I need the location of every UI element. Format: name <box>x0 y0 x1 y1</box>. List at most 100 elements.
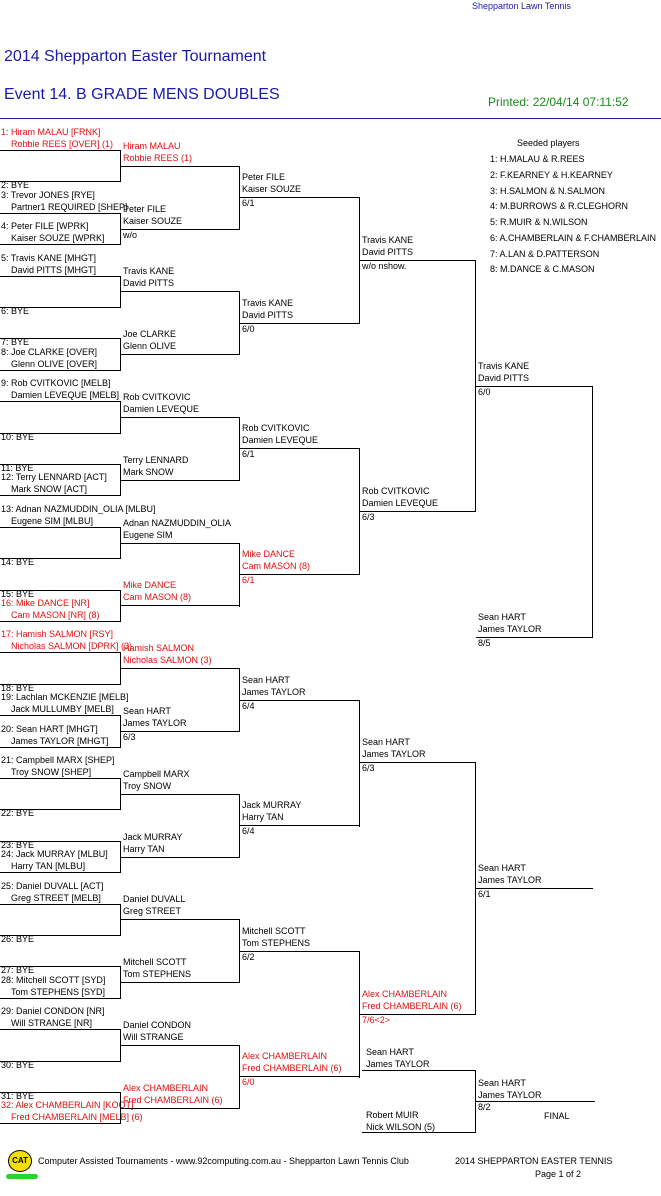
round1-entry: 20: Sean HART [MHGT] <box>1 724 98 734</box>
bracket-line <box>359 700 360 827</box>
round5-entry: David PITTS <box>478 373 530 383</box>
bracket-line <box>240 700 360 701</box>
round4-score: 6/3 <box>362 763 375 773</box>
bracket-line <box>475 260 476 512</box>
club-link[interactable]: Shepparton Lawn Tennis <box>472 1 571 11</box>
round1-entry: Eugene SIM [MLBU] <box>11 516 94 526</box>
round4-entry: Travis KANE <box>362 235 414 245</box>
final-line <box>362 1132 475 1133</box>
bracket-line <box>239 417 240 481</box>
round1-entry: 29: Daniel CONDON [NR] <box>1 1006 105 1016</box>
bracket-line <box>0 747 121 748</box>
round2-entry: Mike DANCE <box>123 580 177 590</box>
bracket-line <box>120 966 121 998</box>
round1-entry: 15: BYE <box>1 589 35 599</box>
round1-entry: 30: BYE <box>1 1060 35 1070</box>
round1-entry: 28: Mitchell SCOTT [SYD] <box>1 975 106 985</box>
bracket-line <box>0 809 121 810</box>
bracket-line <box>476 637 593 638</box>
bracket-line <box>121 543 240 544</box>
bracket-line <box>0 401 121 402</box>
bracket-line <box>360 511 476 512</box>
bracket-line <box>239 794 240 858</box>
bracket-line <box>0 778 121 779</box>
bracket-line <box>120 590 121 622</box>
bracket-line <box>0 338 121 339</box>
round5-score: 6/1 <box>478 889 491 899</box>
round2-entry: Rob CVITKOVIC <box>123 392 191 402</box>
bracket-line <box>121 354 240 355</box>
bracket-line <box>120 150 121 182</box>
round2-entry: Jack MURRAY <box>123 832 183 842</box>
bracket-line <box>0 370 121 371</box>
bracket-line <box>240 323 360 324</box>
bracket-line <box>121 166 240 167</box>
round1-entry: James TAYLOR [MHGT] <box>11 736 109 746</box>
round4-entry: David PITTS <box>362 247 414 257</box>
seed-item: 4: M.BURROWS & R.CLEGHORN <box>490 201 629 211</box>
bracket-line <box>239 291 240 355</box>
champion-player2: James TAYLOR <box>478 1090 542 1100</box>
round1-entry: 6: BYE <box>1 306 30 316</box>
bracket-line <box>592 386 593 638</box>
round1-entry: 10: BYE <box>1 432 35 442</box>
final-top-player2: James TAYLOR <box>366 1059 430 1069</box>
round2-entry: Tom STEPHENS <box>123 969 192 979</box>
bracket-line <box>121 857 240 858</box>
round1-entry: Jack MULLUMBY [MELB] <box>11 704 114 714</box>
round3-entry: Tom STEPHENS <box>242 938 311 948</box>
bracket-line <box>0 558 121 559</box>
bracket-line <box>475 762 476 1014</box>
seed-item: 6: A.CHAMBERLAIN & F.CHAMBERLAIN <box>490 233 657 243</box>
bracket-line <box>120 276 121 308</box>
footer-credit[interactable]: Computer Assisted Tournaments - www.92co… <box>38 1156 409 1166</box>
bracket-line <box>120 401 121 433</box>
round1-entry: 5: Travis KANE [MHGT] <box>1 253 97 263</box>
bracket-line <box>120 715 121 747</box>
round1-entry: Tom STEPHENS [SYD] <box>11 987 106 997</box>
seeded-title: Seeded players <box>517 138 580 148</box>
round3-entry: Harry TAN <box>242 812 284 822</box>
round3-entry: Alex CHAMBERLAIN <box>242 1051 328 1061</box>
round2-entry: Joe CLARKE <box>123 329 177 339</box>
round4-entry: Damien LEVEQUE <box>362 498 439 508</box>
round1-entry: 22: BYE <box>1 808 35 818</box>
bracket-line <box>240 448 360 449</box>
round5-score: 8/5 <box>478 638 491 648</box>
round2-entry: Alex CHAMBERLAIN <box>123 1083 209 1093</box>
round1-entry: 7: BYE <box>1 337 30 347</box>
round1-entry: David PITTS [MHGT] <box>11 265 97 275</box>
bracket-line <box>0 307 121 308</box>
bracket-line <box>0 935 121 936</box>
bracket-line <box>0 495 121 496</box>
bracket-line <box>120 904 121 936</box>
bracket-line <box>0 1123 121 1124</box>
round1-entry: 12: Terry LENNARD [ACT] <box>1 472 107 482</box>
bracket-line <box>0 150 121 151</box>
round2-entry: Mitchell SCOTT <box>123 957 187 967</box>
round2-entry: Daniel DUVALL <box>123 894 186 904</box>
round2-entry: Hiram MALAU <box>123 141 181 151</box>
round1-entry: 16: Mike DANCE [NR] <box>1 598 90 608</box>
seed-item: 5: R.MUIR & N.WILSON <box>490 217 588 227</box>
bracket-line <box>0 464 121 465</box>
final-label: FINAL <box>544 1111 570 1121</box>
round4-score: 6/3 <box>362 512 375 522</box>
round1-entry: 18: BYE <box>1 683 35 693</box>
round3-entry: Sean HART <box>242 675 290 685</box>
bracket-line <box>121 229 240 230</box>
final-top-player1: Sean HART <box>366 1047 414 1057</box>
bracket-line <box>239 668 240 732</box>
round3-entry: Travis KANE <box>242 298 294 308</box>
bracket-line <box>0 244 121 245</box>
round2-entry: Nicholas SALMON (3) <box>123 655 212 665</box>
bracket-line <box>359 448 360 575</box>
bracket-line <box>0 213 121 214</box>
round1-entry: 19: Lachlan MCKENZIE [MELB] <box>1 692 129 702</box>
round1-entry: 9: Rob CVITKOVIC [MELB] <box>1 378 111 388</box>
bracket-line <box>359 951 360 1078</box>
round1-entry: 21: Campbell MARX [SHEP] <box>1 755 115 765</box>
round4-entry: Alex CHAMBERLAIN <box>362 989 448 999</box>
bracket-line <box>240 1076 360 1077</box>
champion-score: 8/2 <box>478 1102 491 1112</box>
